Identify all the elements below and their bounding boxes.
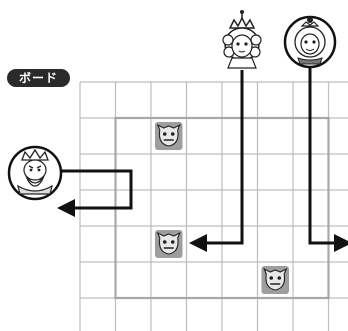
- route-arrows: [57, 68, 348, 252]
- demon-eye: [269, 276, 274, 280]
- circled-king-icon[interactable]: [7, 145, 63, 201]
- figure-route-arrow: [308, 68, 348, 252]
- demon-pieces: [155, 122, 289, 294]
- demon-face-icon: [156, 231, 181, 255]
- demon-piece[interactable]: [155, 230, 183, 258]
- demon-eye: [277, 276, 282, 280]
- board-grid: [79, 81, 348, 331]
- demon-eye: [162, 132, 167, 136]
- demon-face-icon: [156, 123, 181, 147]
- demon-face-icon: [263, 267, 288, 291]
- demon-eye: [170, 240, 175, 244]
- demon-eye: [170, 132, 175, 136]
- princess-route-arrow: [189, 70, 244, 252]
- princess-icon[interactable]: [222, 10, 262, 69]
- circled-figure-icon[interactable]: [283, 15, 337, 69]
- demon-piece[interactable]: [155, 122, 183, 150]
- demon-eye: [162, 240, 167, 244]
- demon-piece[interactable]: [261, 266, 290, 294]
- board-label: ボード: [7, 69, 70, 87]
- king-route-arrow: [57, 169, 133, 217]
